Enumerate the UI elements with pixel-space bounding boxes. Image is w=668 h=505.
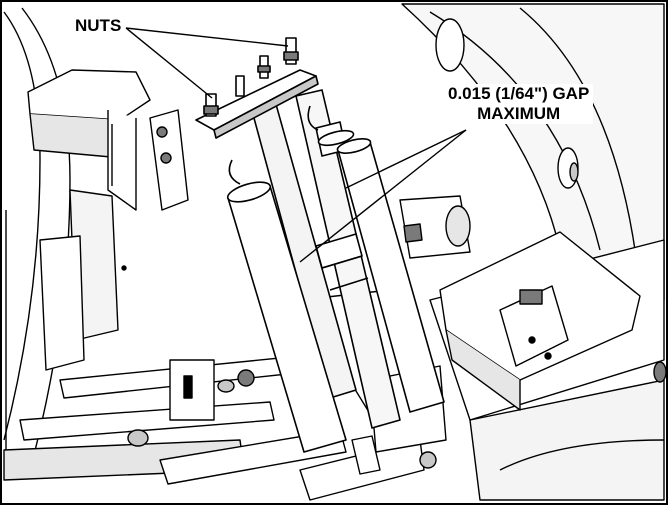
leader-lines: [125, 27, 467, 263]
gap-callout: 0.015 (1/64") GAP MAXIMUM: [444, 84, 594, 124]
nuts-callout-text: NUTS: [75, 16, 122, 35]
gap-callout-line-2: MAXIMUM: [477, 104, 561, 123]
nuts-leader-1: [125, 27, 213, 99]
gap-callout-line-1: 0.015 (1/64") GAP: [448, 84, 590, 103]
nuts-callout: NUTS: [73, 16, 124, 36]
hydraulic-cylinders: [195, 37, 445, 453]
nuts-leader-2: [125, 27, 289, 47]
gap-leader-1: [345, 129, 467, 189]
gap-leader-2: [299, 129, 467, 263]
